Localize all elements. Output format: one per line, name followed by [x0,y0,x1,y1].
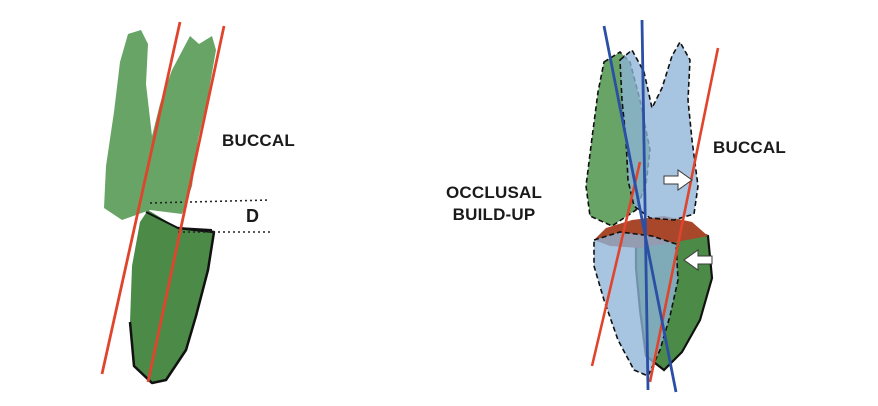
left-panel [100,21,271,385]
arrow-right-icon [663,169,693,191]
d-line-upper [149,199,271,204]
occlusal-buildup-label: OCCLUSAL BUILD-UP [446,182,542,226]
buccal-label-left: BUCCAL [222,131,295,150]
occlusal-label-line-1: OCCLUSAL [446,183,543,202]
right-axis-blue-1 [602,25,678,393]
left-lower-tooth [130,210,214,383]
right-panel [585,19,720,393]
left-upper-tooth [104,30,216,220]
left-lower-tooth-outline [128,226,216,385]
right-axis-red-1 [590,161,642,367]
left-axis-line-2 [146,25,226,383]
distance-d-label: D [246,206,260,226]
occlusal-label-line-2: BUILD-UP [452,205,536,224]
right-axis-red-2 [648,47,720,383]
buccal-label-right: BUCCAL [713,138,786,157]
left-axis-line-1 [100,21,182,375]
arrow-left-icon [683,249,713,271]
right-axis-blue-2 [640,19,650,391]
left-occlusal-contact-line [145,211,213,231]
